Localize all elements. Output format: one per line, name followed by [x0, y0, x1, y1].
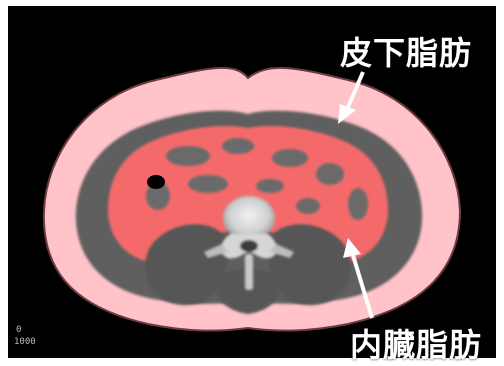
corner-marker-zero: 0 [16, 325, 21, 335]
subcutaneous-fat-label: 皮下脂肪 [340, 28, 472, 74]
air-pocket [147, 175, 165, 189]
corner-marker-scale: 1000 [14, 337, 36, 347]
visceral-fat-label: 内臓脂肪 [350, 320, 482, 366]
